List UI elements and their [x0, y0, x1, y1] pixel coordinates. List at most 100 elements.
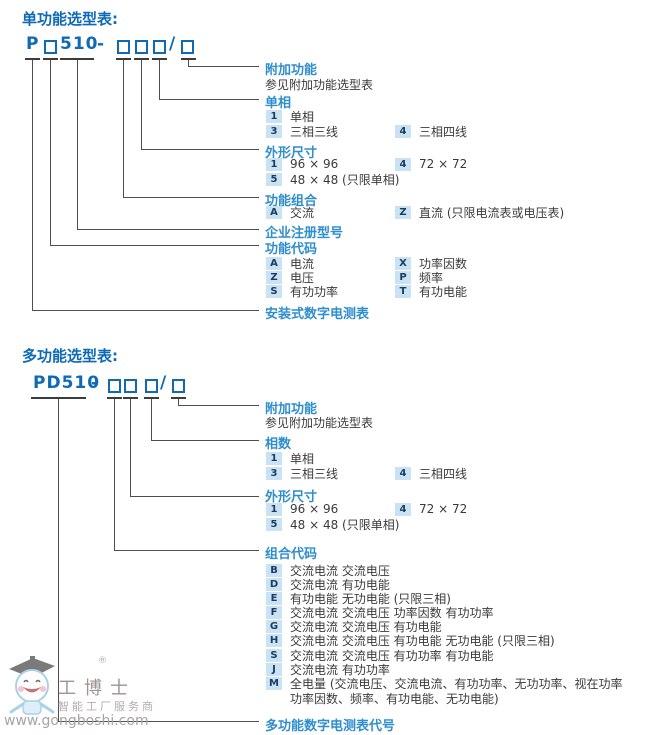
option-row: A 电流: [266, 255, 314, 272]
option-badge: 4: [395, 157, 411, 171]
model-code-separator: /: [169, 34, 177, 54]
option-badge: P: [395, 271, 411, 284]
option-text: 频率: [419, 271, 444, 285]
code-underline: [134, 58, 149, 60]
option-badge: 1: [266, 110, 282, 123]
option-row: J 交流电流 有功功率: [266, 661, 390, 678]
model-code-box: [124, 379, 137, 393]
option-badge: 4: [395, 467, 411, 480]
group-label-bottom: 多功能数字电测表代号: [265, 719, 396, 734]
option-row: F 交流电流 交流电压 功率因数 有功功率: [266, 604, 493, 621]
code-underline: [171, 397, 186, 399]
option-text: 功率因数: [419, 257, 468, 271]
model-code-box: [153, 40, 166, 54]
option-text: 电压: [290, 271, 315, 285]
mascot-logo-icon: [9, 656, 55, 715]
option-row: S 交流电流 交流电压 有功功率 有功电能: [266, 647, 493, 664]
option-text: 三相三线: [290, 125, 339, 139]
option-row: 3 三相三线: [266, 465, 338, 482]
option-row: 1 单相: [266, 450, 314, 467]
option-badge: 1: [266, 157, 282, 171]
option-row: P 频率: [395, 269, 443, 286]
watermark-url: www.gongboshi.com: [4, 713, 149, 729]
option-row: 5 48 × 48 (只限单相): [266, 171, 399, 188]
connector-line: [58, 399, 259, 722]
option-text: 48 × 48 (只限单相): [290, 173, 400, 187]
option-row: 3 三相三线: [266, 123, 338, 140]
option-text: 交流电流 有功电能: [290, 578, 390, 592]
connector-line: [178, 399, 259, 406]
connector-line: [141, 60, 259, 150]
group-label-size: 外形尺寸: [265, 146, 318, 161]
option-badge: Z: [266, 271, 282, 284]
option-row: S 有功功率: [266, 283, 338, 300]
code-underline: [144, 397, 159, 399]
model-code-box: [44, 40, 57, 54]
option-text: 交流电流 交流电压 有功功率 有功电能: [290, 649, 494, 663]
option-text: 72 × 72: [419, 157, 468, 171]
option-badge: J: [266, 663, 282, 676]
option-text: 电流: [290, 257, 315, 271]
connector-line: [151, 399, 259, 441]
group-label-phase: 相数: [265, 437, 292, 452]
option-badge: S: [266, 285, 282, 298]
option-text: 交流电流 交流电压 有功电能 无功电能 (只限三相): [290, 634, 555, 648]
option-badge: Z: [395, 206, 411, 219]
option-badge: A: [266, 257, 282, 270]
model-code-box: [181, 40, 194, 54]
connector-line: [32, 60, 259, 311]
option-row: B 交流电流 交流电压: [266, 562, 390, 579]
option-text: 交流电流 交流电压: [290, 564, 390, 578]
option-row: M 全电量 (交流电压、交流电流、有功功率、无功功率、视在功率: [266, 675, 623, 692]
option-row: 1 96 × 96: [266, 502, 338, 516]
option-text: 直流 (只限电流表或电压表): [419, 206, 565, 220]
connector-line: [130, 399, 259, 497]
option-row: 4 三相四线: [395, 123, 467, 140]
option-text-continuation: 功率因数、频率、有功电能、无功电能): [290, 692, 499, 706]
option-badge: 1: [266, 502, 282, 516]
group-label-extra: 附加功能: [265, 63, 318, 78]
connector-line: [114, 399, 259, 551]
code-underline: [181, 58, 196, 60]
option-text: 交流: [290, 206, 315, 220]
model-code-part: 510: [60, 34, 99, 54]
model-code-separator: -: [97, 34, 106, 54]
code-underline: [60, 58, 94, 60]
option-badge: 1: [266, 452, 282, 465]
watermark-brand: 工博士: [58, 678, 136, 699]
option-text: 交流电流 交流电压 功率因数 有功功率: [290, 606, 494, 620]
connector-line: [77, 60, 259, 230]
model-code-box: [172, 379, 185, 393]
option-badge: F: [266, 606, 282, 619]
option-badge: D: [266, 578, 282, 591]
model-code-box: [135, 40, 148, 54]
registered-mark: ®: [98, 656, 107, 666]
option-badge: S: [266, 649, 282, 662]
connector-line: [188, 60, 259, 67]
option-row: A 交流: [266, 204, 314, 221]
model-code-part: PD510: [33, 373, 101, 393]
group-label-bottom: 安装式数字电测表: [265, 307, 370, 322]
option-row: G 交流电流 交流电压 有功电能: [266, 618, 442, 635]
option-badge: A: [266, 206, 282, 219]
option-row: H 交流电流 交流电压 有功电能 无功电能 (只限三相): [266, 632, 555, 649]
model-code-box: [108, 379, 121, 393]
option-badge: 3: [266, 467, 282, 480]
option-badge: 5: [266, 173, 282, 186]
option-row: X 功率因数: [395, 255, 467, 272]
option-text: 72 × 72: [419, 502, 468, 516]
option-row: 1 单相: [266, 108, 314, 125]
option-row: 1 96 × 96: [266, 157, 338, 171]
option-badge: 5: [266, 518, 282, 531]
group-label-combo: 组合代码: [265, 547, 318, 562]
code-underline: [25, 58, 40, 60]
option-text: 有功电能 无功电能 (只限三相): [290, 592, 451, 606]
connector-line: [159, 60, 259, 100]
group-label-size: 外形尺寸: [265, 490, 318, 505]
option-row: 4 三相四线: [395, 465, 467, 482]
option-text: 48 × 48 (只限单相): [290, 518, 400, 532]
model-code-separator: -: [91, 373, 100, 393]
option-badge: X: [395, 257, 411, 270]
model-code-box: [145, 379, 158, 393]
